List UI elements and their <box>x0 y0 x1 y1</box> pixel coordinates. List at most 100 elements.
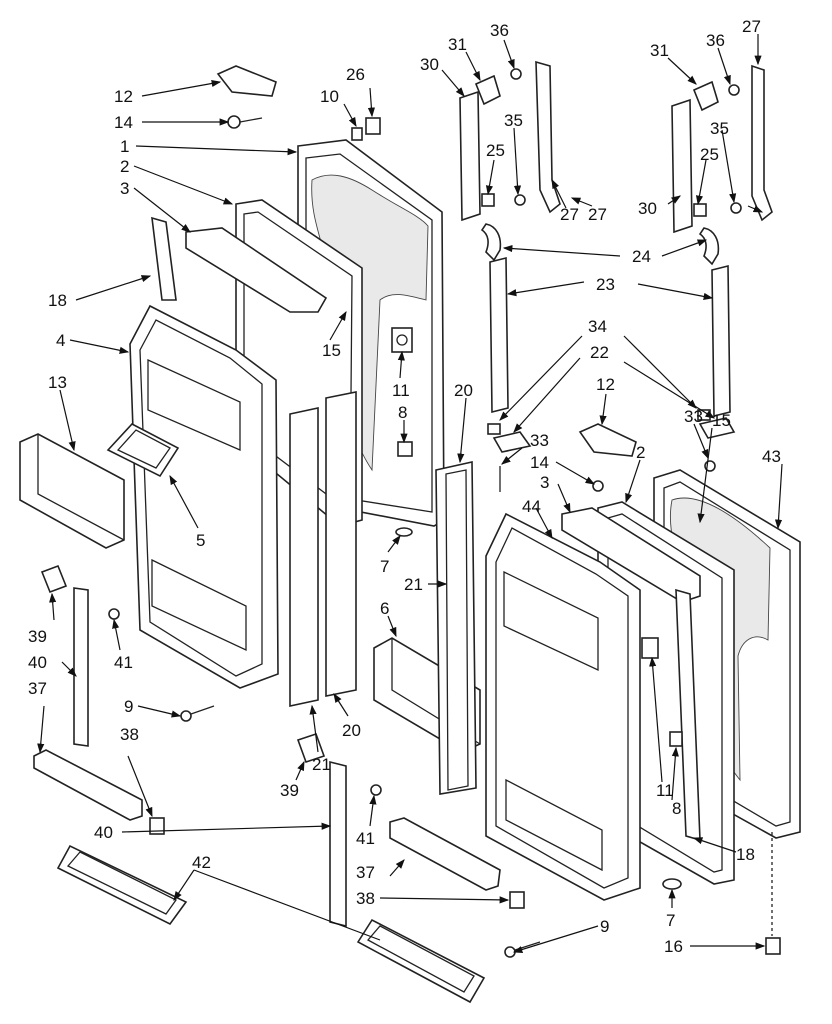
callout-10: 10 <box>320 87 339 106</box>
left-lower-hinge-39 <box>40 564 68 594</box>
callout-15: 15 <box>712 411 731 430</box>
callout-7: 7 <box>666 911 675 930</box>
leader-lines <box>37 34 783 953</box>
left-door-rail-20-21 <box>435 461 477 795</box>
left-door-bin-13 <box>19 433 125 549</box>
callout-44: 44 <box>522 497 541 516</box>
callout-5: 5 <box>196 531 205 550</box>
left-door-screw-9 <box>180 705 215 722</box>
callout-25: 25 <box>486 141 505 160</box>
callout-39: 39 <box>280 781 299 800</box>
callout-6: 6 <box>380 599 389 618</box>
right-door-trim-3 <box>561 507 701 603</box>
callout-18: 18 <box>736 845 755 864</box>
callout-16: 16 <box>664 937 683 956</box>
callout-36: 36 <box>706 31 725 50</box>
callout-30: 30 <box>420 55 439 74</box>
center-screw-41 <box>370 784 382 796</box>
callout-27: 27 <box>560 205 579 224</box>
callout-7: 7 <box>380 557 389 576</box>
callout-12: 12 <box>596 375 615 394</box>
left-door-bracket-11 <box>391 327 413 353</box>
right-hinge-group-a <box>459 60 561 414</box>
right-hinge-top-12 <box>578 423 637 492</box>
left-door-hinge-top-12 <box>216 65 277 97</box>
callout-27: 27 <box>588 205 607 224</box>
callout-30: 30 <box>638 199 657 218</box>
callout-37: 37 <box>356 863 375 882</box>
callout-21: 21 <box>312 755 331 774</box>
callout-33: 33 <box>684 407 703 426</box>
callout-11: 11 <box>392 381 410 400</box>
callout-39: 39 <box>28 627 47 646</box>
callout-4: 4 <box>56 331 65 350</box>
callout-8: 8 <box>672 799 681 818</box>
left-lower-screw-41 <box>108 608 120 620</box>
right-bottom-bin-42 <box>356 918 486 1004</box>
left-door-clip-8 <box>397 441 413 457</box>
left-door-side-rails <box>289 391 357 707</box>
left-door-trim-bar <box>185 227 328 313</box>
callout-13: 13 <box>48 373 67 392</box>
callout-9: 9 <box>600 917 609 936</box>
callout-24: 24 <box>632 247 651 266</box>
callout-41: 41 <box>356 829 375 848</box>
callout-27: 27 <box>742 17 761 36</box>
left-lower-rail-37 <box>33 749 143 821</box>
callout-labels: 12 14 10 26 1 2 3 18 4 13 5 15 11 8 7 20… <box>28 17 781 956</box>
callout-15: 15 <box>322 341 341 360</box>
right-door-foot-16 <box>765 832 781 955</box>
callout-40: 40 <box>94 823 113 842</box>
left-lower-cap-38 <box>149 817 165 835</box>
left-lower-strip-40 <box>73 587 89 747</box>
right-door-bracket-11 <box>641 637 659 659</box>
callout-11: 11 <box>656 781 674 800</box>
center-rail-37 <box>389 817 501 891</box>
callout-33: 33 <box>530 431 549 450</box>
right-door-screw-9 <box>504 941 541 958</box>
left-door-screw-14 <box>227 115 263 129</box>
right-door-liner-44 <box>485 512 641 901</box>
callout-2: 2 <box>636 443 645 462</box>
callout-8: 8 <box>398 403 407 422</box>
callout-31: 31 <box>448 35 467 54</box>
callout-35: 35 <box>504 111 523 130</box>
left-door-cap-10 <box>351 127 363 141</box>
left-door-liner <box>129 304 279 689</box>
callout-2: 2 <box>120 157 129 176</box>
left-door-plug-7 <box>395 527 413 537</box>
callout-20: 20 <box>342 721 361 740</box>
callout-42: 42 <box>192 853 211 872</box>
callout-14: 14 <box>114 113 133 132</box>
callout-35: 35 <box>710 119 729 138</box>
callout-20: 20 <box>454 381 473 400</box>
callout-9: 9 <box>124 697 133 716</box>
left-door-shelf-5 <box>106 423 180 478</box>
callout-41: 41 <box>114 653 133 672</box>
callout-3: 3 <box>120 179 129 198</box>
callout-36: 36 <box>490 21 509 40</box>
center-strip-40 <box>329 760 347 928</box>
callout-21: 21 <box>404 575 423 594</box>
callout-34: 34 <box>588 317 607 336</box>
right-small-parts-22-34 <box>487 409 736 492</box>
callout-43: 43 <box>762 447 781 466</box>
callout-12: 12 <box>114 87 133 106</box>
callout-38: 38 <box>120 725 139 744</box>
left-bottom-bin-42 <box>56 844 188 926</box>
callout-22: 22 <box>590 343 609 362</box>
right-door-clip-8 <box>669 731 683 747</box>
center-hinge-39 <box>296 732 326 764</box>
callout-1: 1 <box>120 137 129 156</box>
left-door-side-strip <box>151 216 177 301</box>
callout-26: 26 <box>346 65 365 84</box>
callout-18: 18 <box>48 291 67 310</box>
callout-25: 25 <box>700 145 719 164</box>
center-cap-38 <box>509 891 525 909</box>
callout-37: 37 <box>28 679 47 698</box>
callout-40: 40 <box>28 653 47 672</box>
callout-3: 3 <box>540 473 549 492</box>
left-door-cap-26 <box>365 117 381 135</box>
